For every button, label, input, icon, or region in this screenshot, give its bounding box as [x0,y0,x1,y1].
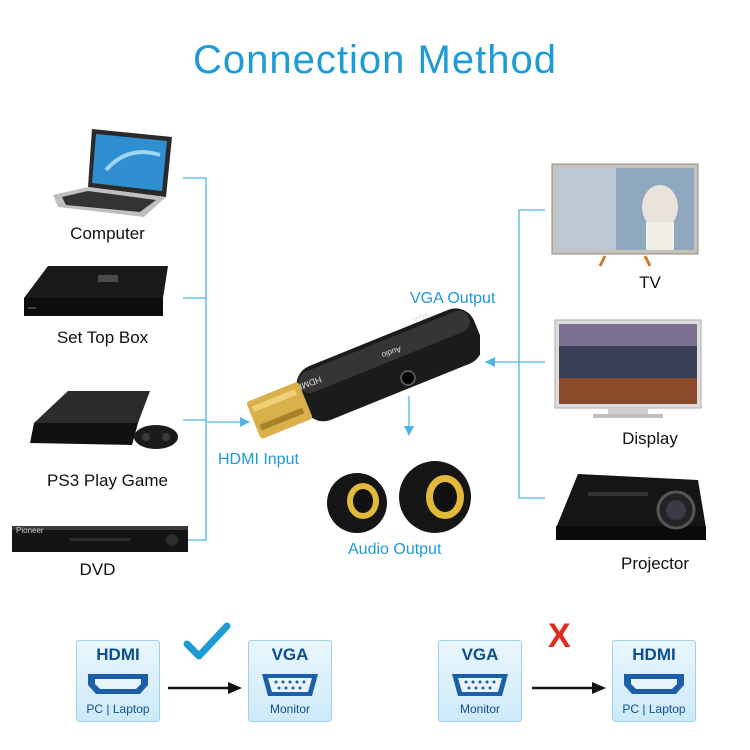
hdmi-pc-card: HDMI PC | Laptop [76,640,160,722]
source-label-dvd: DVD [79,560,116,579]
output-label-projector: Projector [620,554,690,573]
hdmi-target-card: HDMI PC | Laptop [612,640,696,722]
vga-output-arrowhead [485,357,495,367]
dvd-player-icon [12,526,188,552]
page-title: Connection Method [193,38,557,82]
arrow-right-icon [532,682,606,694]
laptop-icon [53,129,172,217]
projector-icon [556,474,706,540]
arrow-right-icon [168,682,242,694]
vga-port-icon [452,674,508,696]
card-title: VGA [461,645,499,664]
hdmi-input-label: HDMI Input [218,451,299,468]
source-label-ps3: PS3 Play Game [47,471,168,490]
vga-monitor-card: VGA Monitor [248,640,332,722]
hdmi-input-arrowhead [240,417,250,427]
card-title: VGA [271,645,309,664]
audio-output-arrowhead [404,426,414,436]
card-subtitle: Monitor [269,702,310,716]
source-label-set-top-box: Set Top Box [56,328,149,347]
set-top-box-icon [24,266,168,316]
hdmi-port-icon [624,674,684,694]
source-label-computer: Computer [70,224,145,243]
tv-icon [551,163,699,267]
speakers-icon [327,461,471,533]
card-subtitle: Monitor [459,702,500,716]
vga-source-card: VGA Monitor [438,640,522,722]
card-subtitle: PC | Laptop [622,702,686,716]
card-title: HDMI [96,645,140,664]
card-subtitle: PC | Laptop [86,702,150,716]
dvd-brand: Pioneer [16,526,44,535]
output-label-display: Display [622,429,678,448]
cross-icon: X [548,617,571,655]
vga-port-icon [262,674,318,696]
vga-output-label: VGA Output [410,290,496,307]
display-icon [554,319,702,418]
game-console-icon [30,391,178,449]
hdmi-port-icon [88,674,148,694]
output-label-tv: TV [639,273,661,292]
check-icon [183,622,231,660]
audio-output-label: Audio Output [348,541,442,558]
hdmi-vga-adapter: HDMI Audio VGA [246,308,480,439]
card-title: HDMI [632,645,676,664]
